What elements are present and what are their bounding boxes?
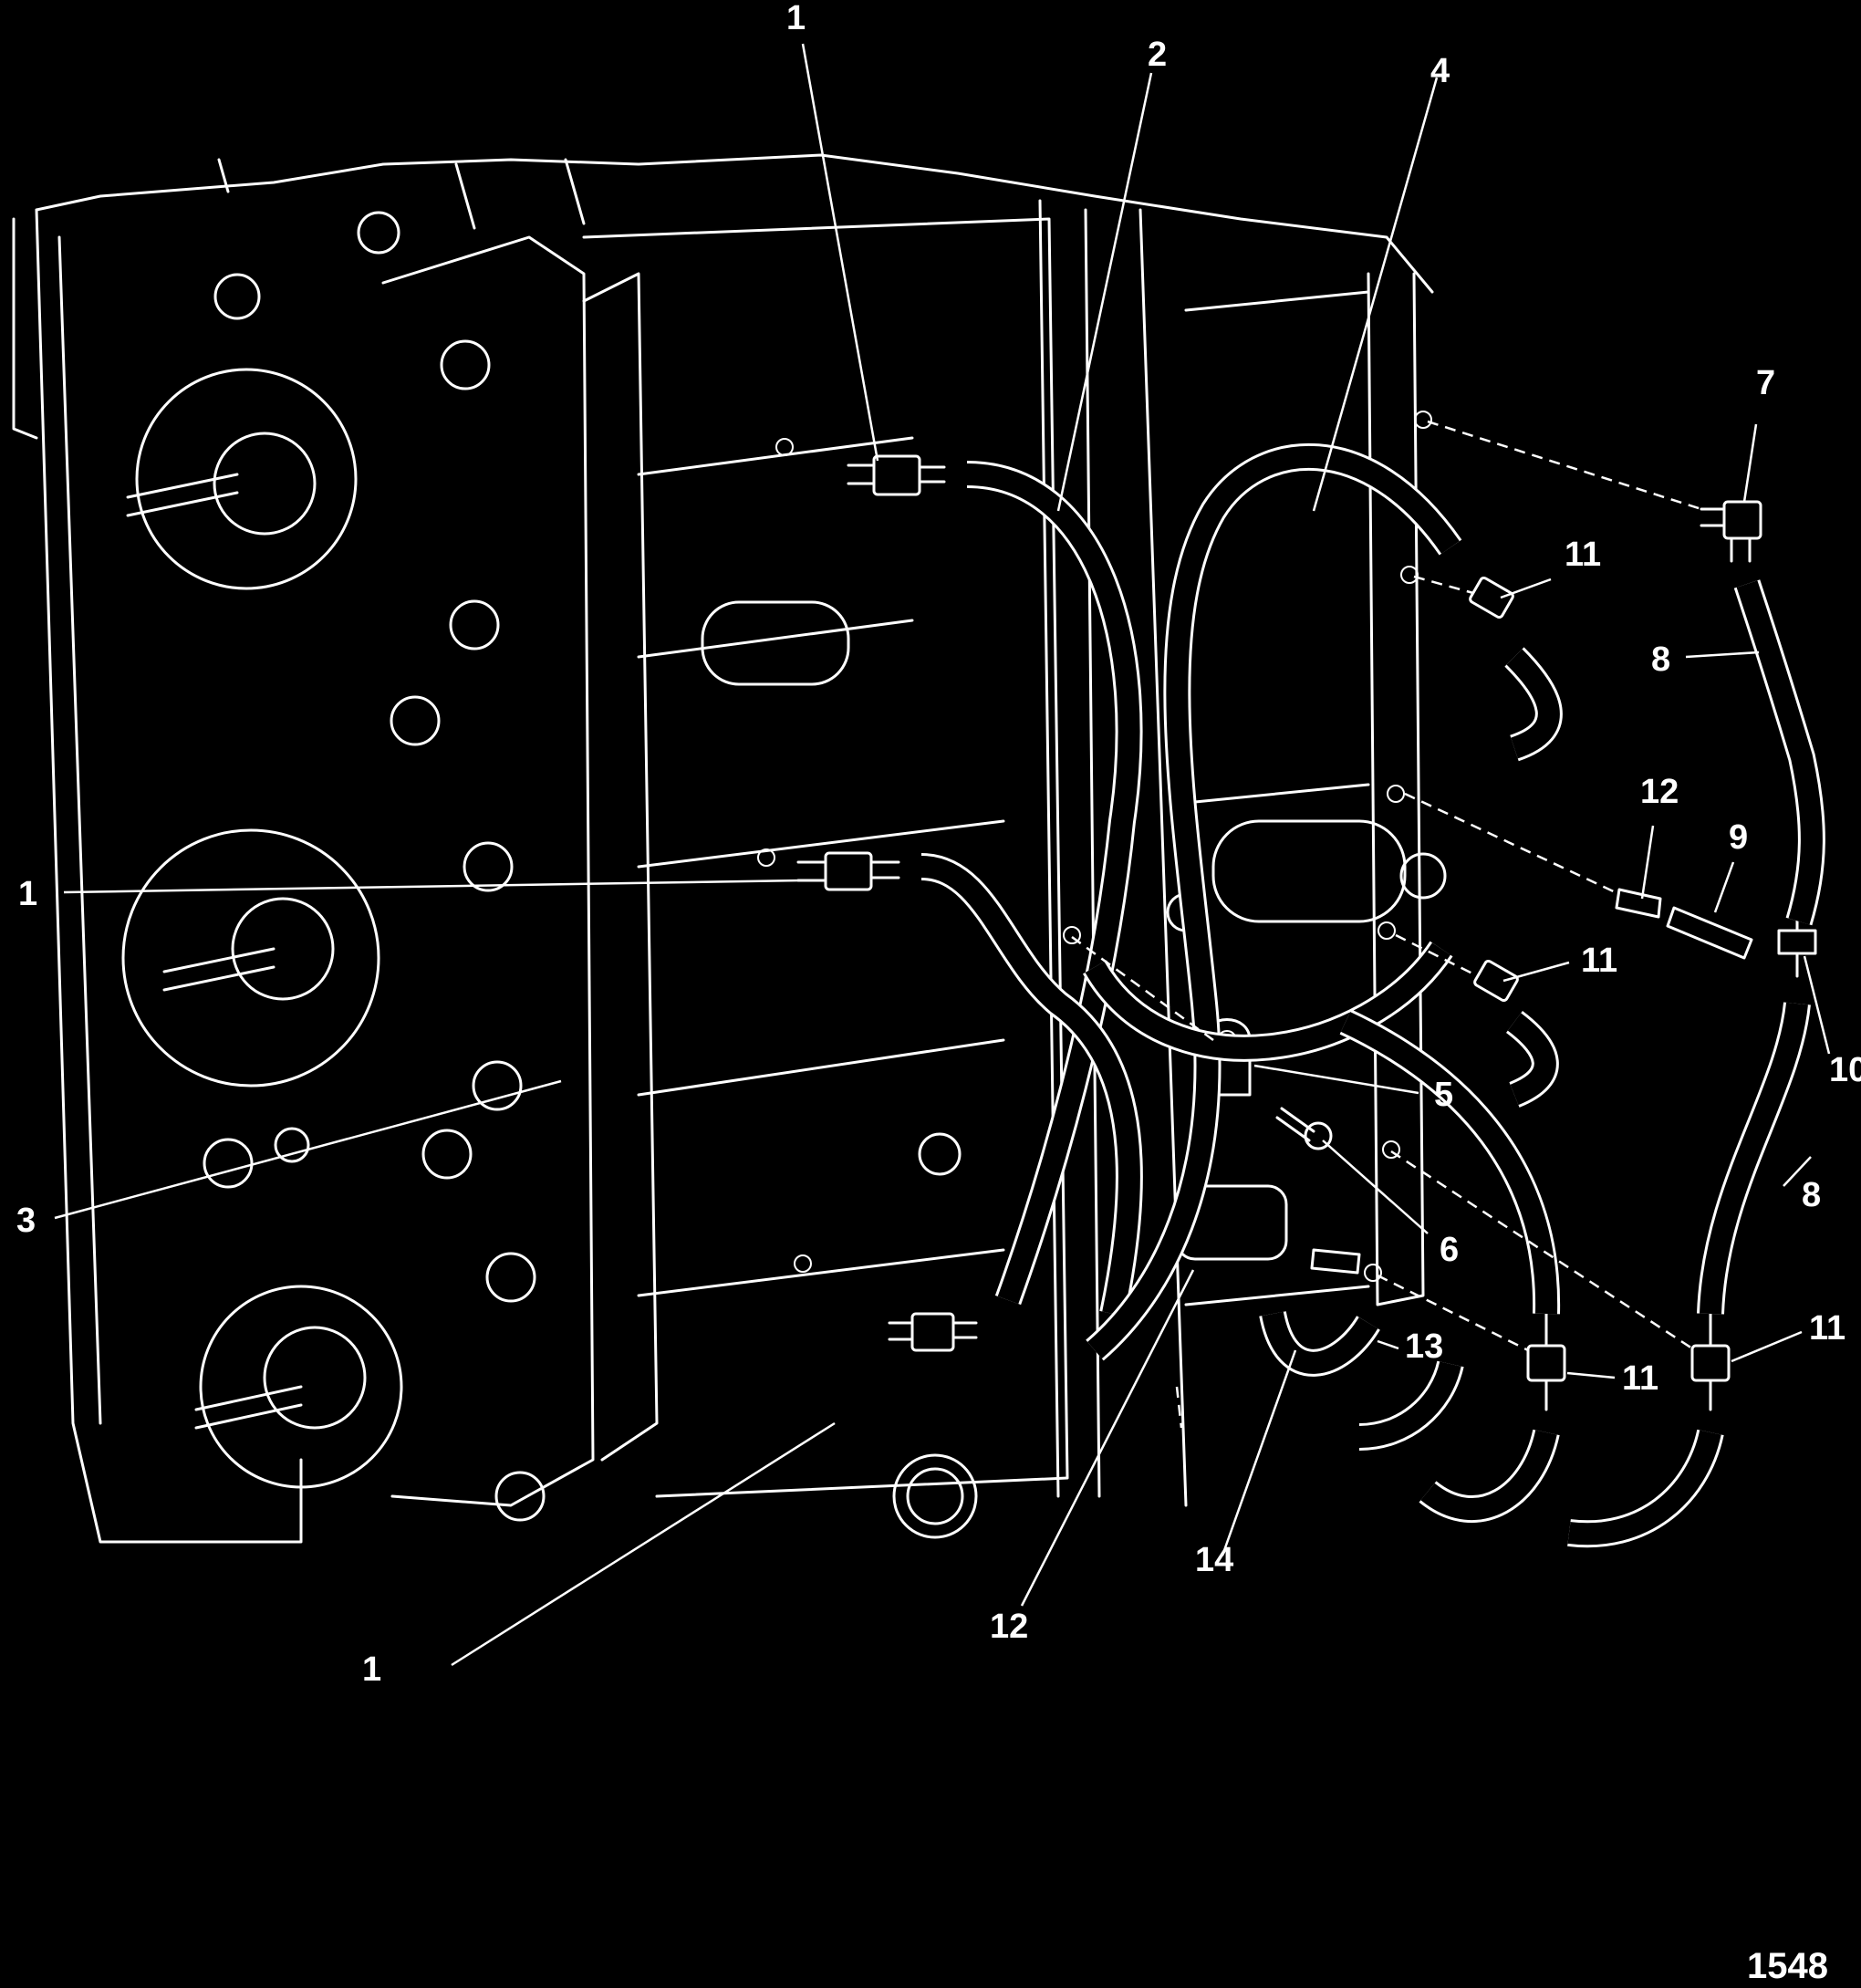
figure-number: 1548 <box>1747 1946 1828 1986</box>
callout-12-bottom: 12 <box>990 1608 1028 1646</box>
hoses <box>920 442 1825 1548</box>
elbow-fittings <box>796 454 1817 1411</box>
callout-6: 6 <box>1440 1231 1459 1269</box>
callout-2: 2 <box>1148 36 1167 74</box>
callouts: 1 1 1 2 3 4 5 6 7 8 8 9 10 11 11 11 11 1… <box>16 0 1861 1986</box>
callout-7: 7 <box>1756 364 1775 402</box>
leader-lines <box>54 43 1831 1667</box>
callout-11-b: 11 <box>1581 942 1617 980</box>
engine-block <box>12 153 1447 1544</box>
callout-9: 9 <box>1729 818 1748 857</box>
alignment-lines <box>1071 420 1702 1429</box>
callout-13: 13 <box>1405 1327 1443 1366</box>
callout-11-a: 11 <box>1565 536 1601 574</box>
callout-11-c: 11 <box>1622 1359 1658 1398</box>
callout-1-bottom: 1 <box>362 1650 381 1689</box>
callout-5: 5 <box>1434 1076 1453 1114</box>
callout-10: 10 <box>1829 1051 1861 1089</box>
callout-1-middle: 1 <box>18 875 37 913</box>
callout-8-upper: 8 <box>1651 640 1670 679</box>
callout-14: 14 <box>1195 1541 1233 1579</box>
callout-8-lower: 8 <box>1802 1176 1821 1214</box>
callout-1-top: 1 <box>786 0 806 37</box>
callout-12-right: 12 <box>1640 773 1679 811</box>
callout-11-d: 11 <box>1809 1309 1845 1348</box>
callout-3: 3 <box>16 1202 36 1240</box>
callout-4: 4 <box>1430 52 1450 90</box>
